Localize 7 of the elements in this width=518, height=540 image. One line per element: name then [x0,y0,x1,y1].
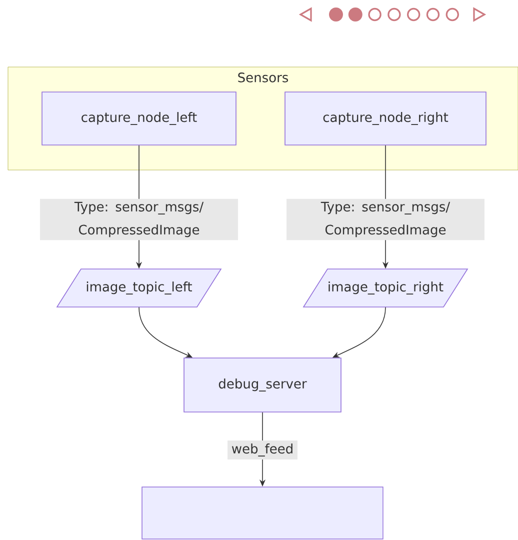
process-box: debug_server [184,358,342,412]
edge-label: Type: sensor_msgs/ CompressedImage [40,198,238,240]
process-box: capture_node_right [284,92,486,146]
edge-label: Type: sensor_msgs/ CompressedImage [286,198,484,240]
edge-label: web_feed [228,440,298,460]
process-box: capture_node_left [42,92,236,146]
process-box [142,486,384,540]
